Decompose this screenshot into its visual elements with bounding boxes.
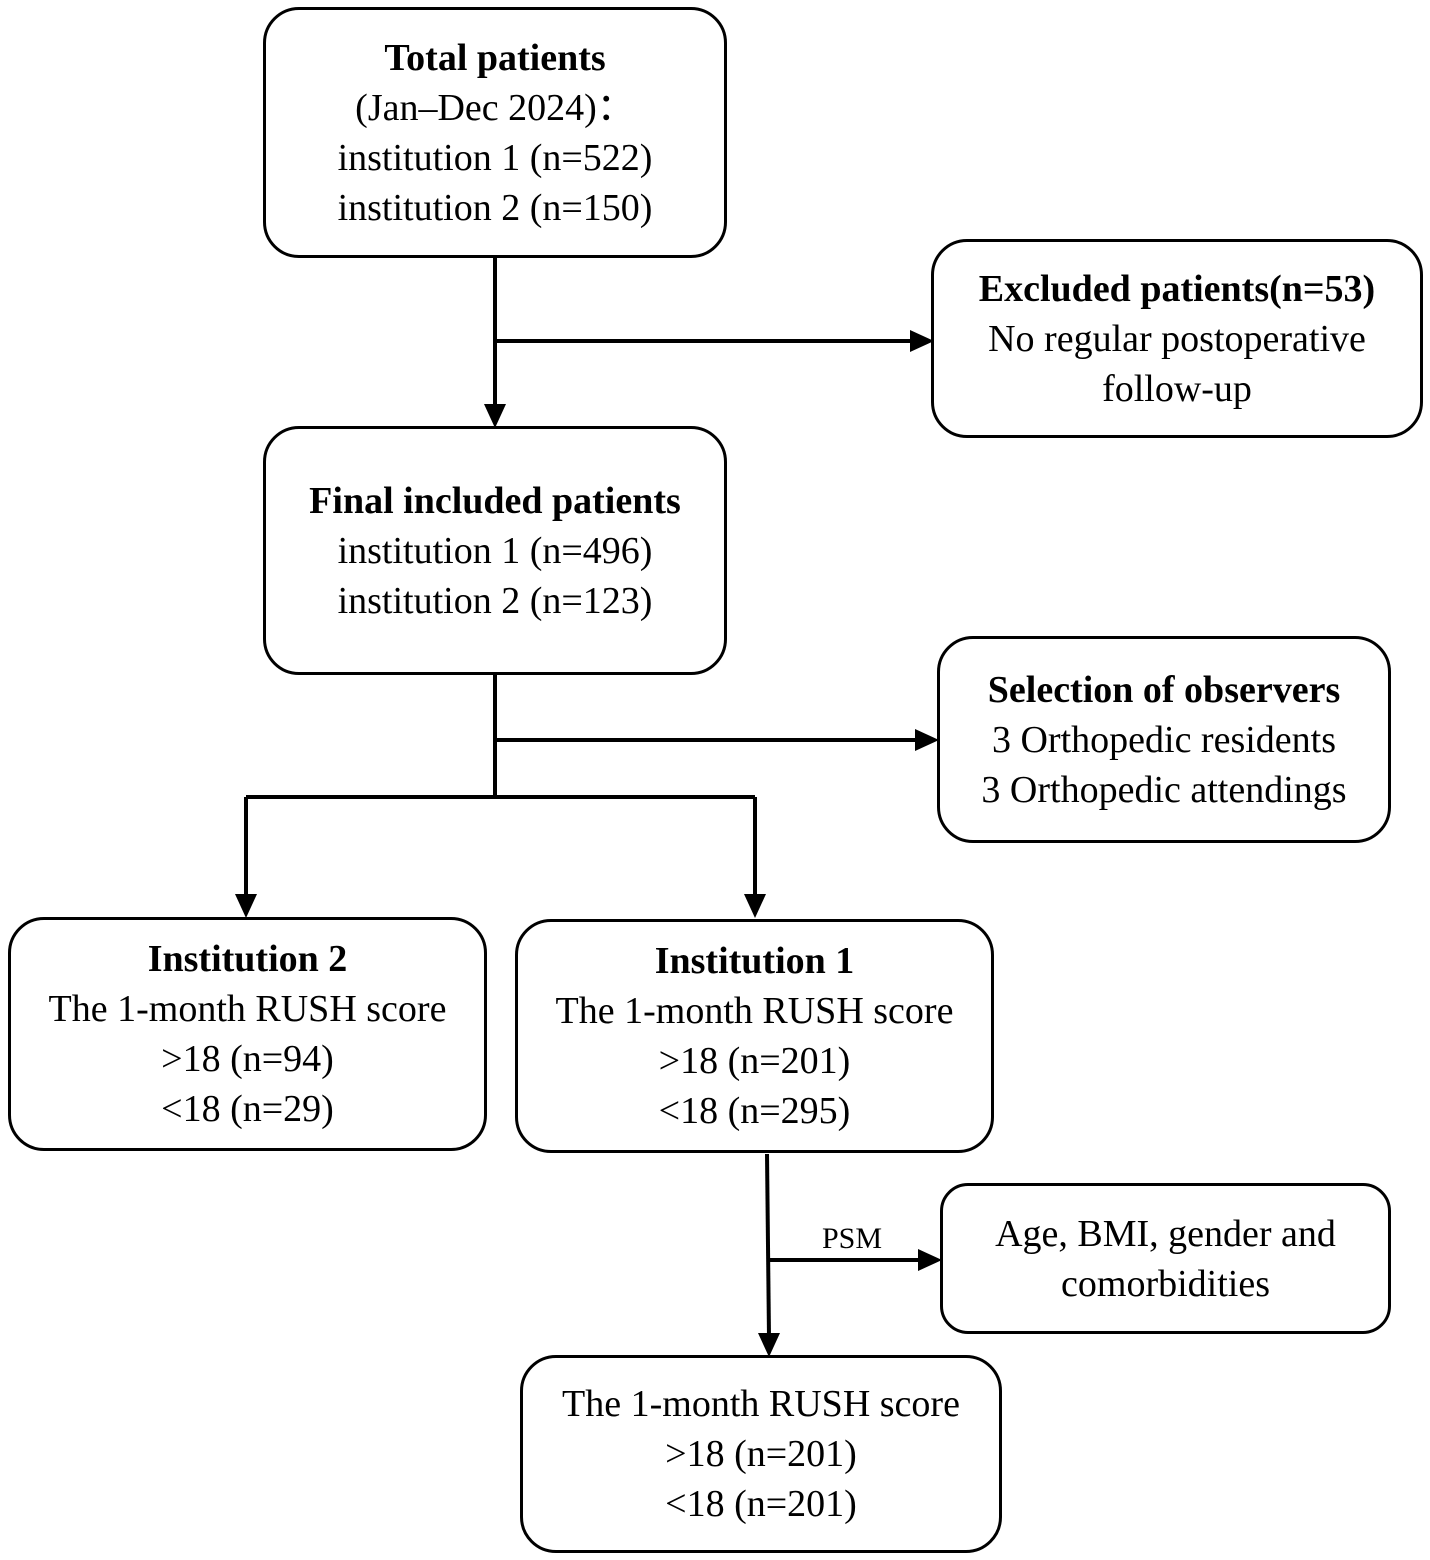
node-institution-1: Institution 1 The 1-month RUSH score >18…	[515, 919, 994, 1153]
arrowhead-excluded	[910, 330, 934, 352]
node-line: <18 (n=29)	[161, 1088, 334, 1130]
node-line: The 1-month RUSH score	[555, 990, 954, 1032]
node-line: No regular postoperative	[988, 317, 1366, 360]
node-line: Age, BMI, gender and	[995, 1212, 1336, 1255]
node-title: Excluded patients(n=53)	[978, 267, 1376, 310]
node-line: institution 1 (n=522)	[337, 136, 653, 179]
arrowhead-final	[484, 404, 506, 428]
node-title: Institution 2	[147, 938, 348, 980]
node-title: Selection of observers	[987, 668, 1341, 711]
node-line: <18 (n=201)	[665, 1483, 857, 1525]
psm-label: PSM	[822, 1222, 883, 1255]
arrowhead-observers	[915, 729, 939, 751]
arrowhead-inst1	[744, 894, 766, 918]
node-title: Institution 1	[654, 940, 855, 982]
node-line: institution 1 (n=496)	[337, 529, 653, 572]
node-line: comorbidities	[1061, 1262, 1270, 1305]
node-line: >18 (n=94)	[161, 1038, 334, 1080]
node-excluded-patients: Excluded patients(n=53) No regular posto…	[931, 239, 1423, 438]
arrowhead-psm-vars	[918, 1249, 942, 1271]
node-line: 3 Orthopedic attendings	[981, 768, 1347, 811]
arrow-inst1-to-matched	[765, 1153, 771, 1338]
node-selection-of-observers: Selection of observers 3 Orthopedic resi…	[937, 636, 1391, 843]
node-line: >18 (n=201)	[665, 1433, 857, 1475]
node-institution-2: Institution 2 The 1-month RUSH score >18…	[8, 917, 487, 1151]
node-title: Final included patients	[309, 479, 681, 522]
node-final-included: Final included patients institution 1 (n…	[263, 426, 727, 675]
node-line: The 1-month RUSH score	[562, 1383, 960, 1425]
node-line: >18 (n=201)	[658, 1040, 851, 1082]
node-line: The 1-month RUSH score	[48, 988, 447, 1030]
node-line: institution 2 (n=150)	[337, 186, 653, 229]
node-line: <18 (n=295)	[658, 1090, 851, 1132]
arrowhead-matched	[758, 1333, 780, 1357]
node-total-patients: Total patients (Jan–Dec 2024)： instituti…	[263, 7, 727, 258]
node-line: 3 Orthopedic residents	[991, 718, 1337, 761]
node-line: (Jan–Dec 2024)：	[355, 86, 635, 129]
arrowhead-inst2	[235, 894, 257, 918]
node-matched-cohort: The 1-month RUSH score >18 (n=201) <18 (…	[520, 1355, 1002, 1553]
node-line: follow-up	[1102, 367, 1252, 410]
node-line: institution 2 (n=123)	[337, 579, 653, 622]
node-psm-variables: Age, BMI, gender and comorbidities	[940, 1183, 1391, 1334]
node-title: Total patients	[384, 36, 606, 79]
